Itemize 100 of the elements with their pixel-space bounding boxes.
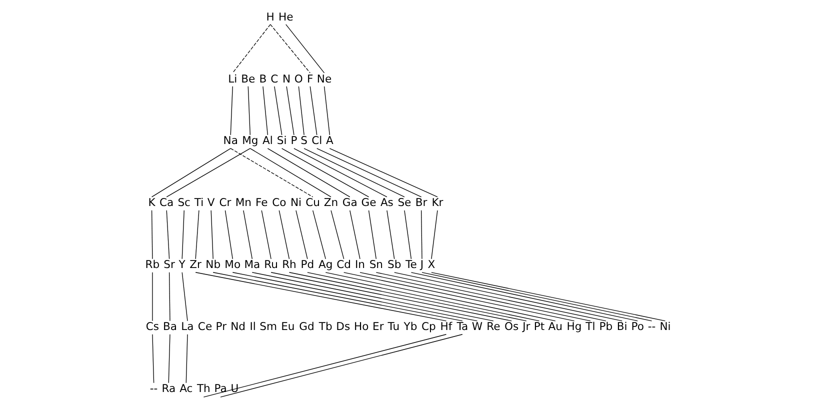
node-text: Il: [249, 320, 256, 334]
node-text: V: [206, 196, 214, 210]
node-text: Tb: [318, 320, 332, 334]
node-text: Rh: [282, 258, 296, 272]
connector: [150, 210, 152, 260]
node-text: Pb: [598, 320, 612, 334]
node-text: Sn: [368, 258, 382, 272]
connector: [210, 210, 213, 260]
connector: [386, 210, 394, 260]
connector: [168, 272, 170, 322]
node-text: Ca: [159, 196, 174, 210]
connector: [309, 86, 317, 136]
node-text: Zn: [323, 196, 338, 210]
connector: [168, 334, 170, 384]
node-text: N: [282, 72, 290, 86]
node-text: Cp: [421, 320, 436, 334]
connector: [242, 210, 252, 260]
node-text: J: [420, 258, 424, 272]
connector: [266, 148, 350, 198]
node-text: --: [149, 382, 158, 396]
connector: [181, 210, 184, 260]
node-text: Cd: [336, 258, 350, 272]
connector: [224, 210, 232, 260]
node-text: Te: [405, 258, 416, 272]
node-text: Ti: [194, 196, 204, 210]
node-text: Au: [548, 320, 562, 334]
node-text: Os: [504, 320, 518, 334]
node-text: Pa: [214, 382, 226, 396]
node-text: Ta: [456, 320, 468, 334]
connector: [249, 148, 331, 198]
node-text: A: [325, 134, 333, 148]
node-text: Ga: [342, 196, 357, 210]
node-text: Re: [486, 320, 500, 334]
connector: [368, 210, 376, 260]
node-text: C: [270, 72, 278, 86]
connector: [274, 86, 282, 136]
node-text: Sb: [387, 258, 401, 272]
connector: [323, 86, 330, 136]
connector: [430, 210, 438, 260]
node-text: Br: [414, 196, 427, 210]
node-text: Mg: [242, 134, 258, 148]
connector: [230, 86, 232, 136]
node-text: O: [294, 72, 302, 86]
node-text: Si: [276, 134, 286, 148]
connector: [285, 24, 324, 74]
node-text: Mn: [234, 196, 251, 210]
node-text: Yb: [403, 320, 417, 334]
node-text: Ru: [264, 258, 278, 272]
node-text: Po: [630, 320, 644, 334]
connector: [181, 272, 188, 322]
connector: [330, 210, 344, 260]
node-text: In: [354, 258, 364, 272]
node-text: Rb: [144, 258, 160, 272]
connector: [349, 210, 360, 260]
node-text: Tu: [387, 320, 400, 334]
node-text: Co: [272, 196, 286, 210]
node-text: X: [427, 258, 435, 272]
connector: [293, 148, 387, 198]
node-text: Eu: [280, 320, 294, 334]
node-text: Be: [240, 72, 255, 86]
node-text: S: [300, 134, 307, 148]
node-text: Ni: [290, 196, 301, 210]
connector: [270, 24, 310, 74]
connector: [232, 24, 270, 74]
node-text: He: [278, 10, 293, 24]
node-text: Sc: [177, 196, 190, 210]
node-text: Se: [397, 196, 411, 210]
node-text: Kr: [431, 196, 443, 210]
node-text: As: [380, 196, 393, 210]
connector: [247, 86, 250, 136]
connector: [230, 148, 313, 198]
connector: [166, 148, 250, 198]
node-text: Ce: [197, 320, 212, 334]
node-text: Y: [178, 258, 185, 272]
connector: [303, 148, 404, 198]
node-text: Gd: [298, 320, 314, 334]
connector: [328, 148, 438, 198]
node-text: Cs: [145, 320, 159, 334]
node-text: Li: [228, 72, 237, 86]
connector: [260, 210, 271, 260]
node-text: W: [471, 320, 482, 334]
node-text: Pt: [533, 320, 544, 334]
connector: [281, 148, 369, 198]
node-text: Ds: [336, 320, 350, 334]
connector: [312, 210, 326, 260]
node-text: B: [258, 72, 266, 86]
node-text: Hg: [566, 320, 582, 334]
node-text: Mo: [224, 258, 240, 272]
node-text: Ge: [360, 196, 376, 210]
node-text: Sm: [259, 320, 277, 334]
connector: [278, 210, 290, 260]
node-text: P: [290, 134, 297, 148]
connector: [286, 86, 294, 136]
connector: [152, 334, 154, 384]
connector: [316, 148, 422, 198]
node-text: Pd: [300, 258, 314, 272]
node-text: Cu: [305, 196, 320, 210]
connector: [420, 210, 422, 260]
node-text: F: [306, 72, 313, 86]
connector: [262, 86, 268, 136]
